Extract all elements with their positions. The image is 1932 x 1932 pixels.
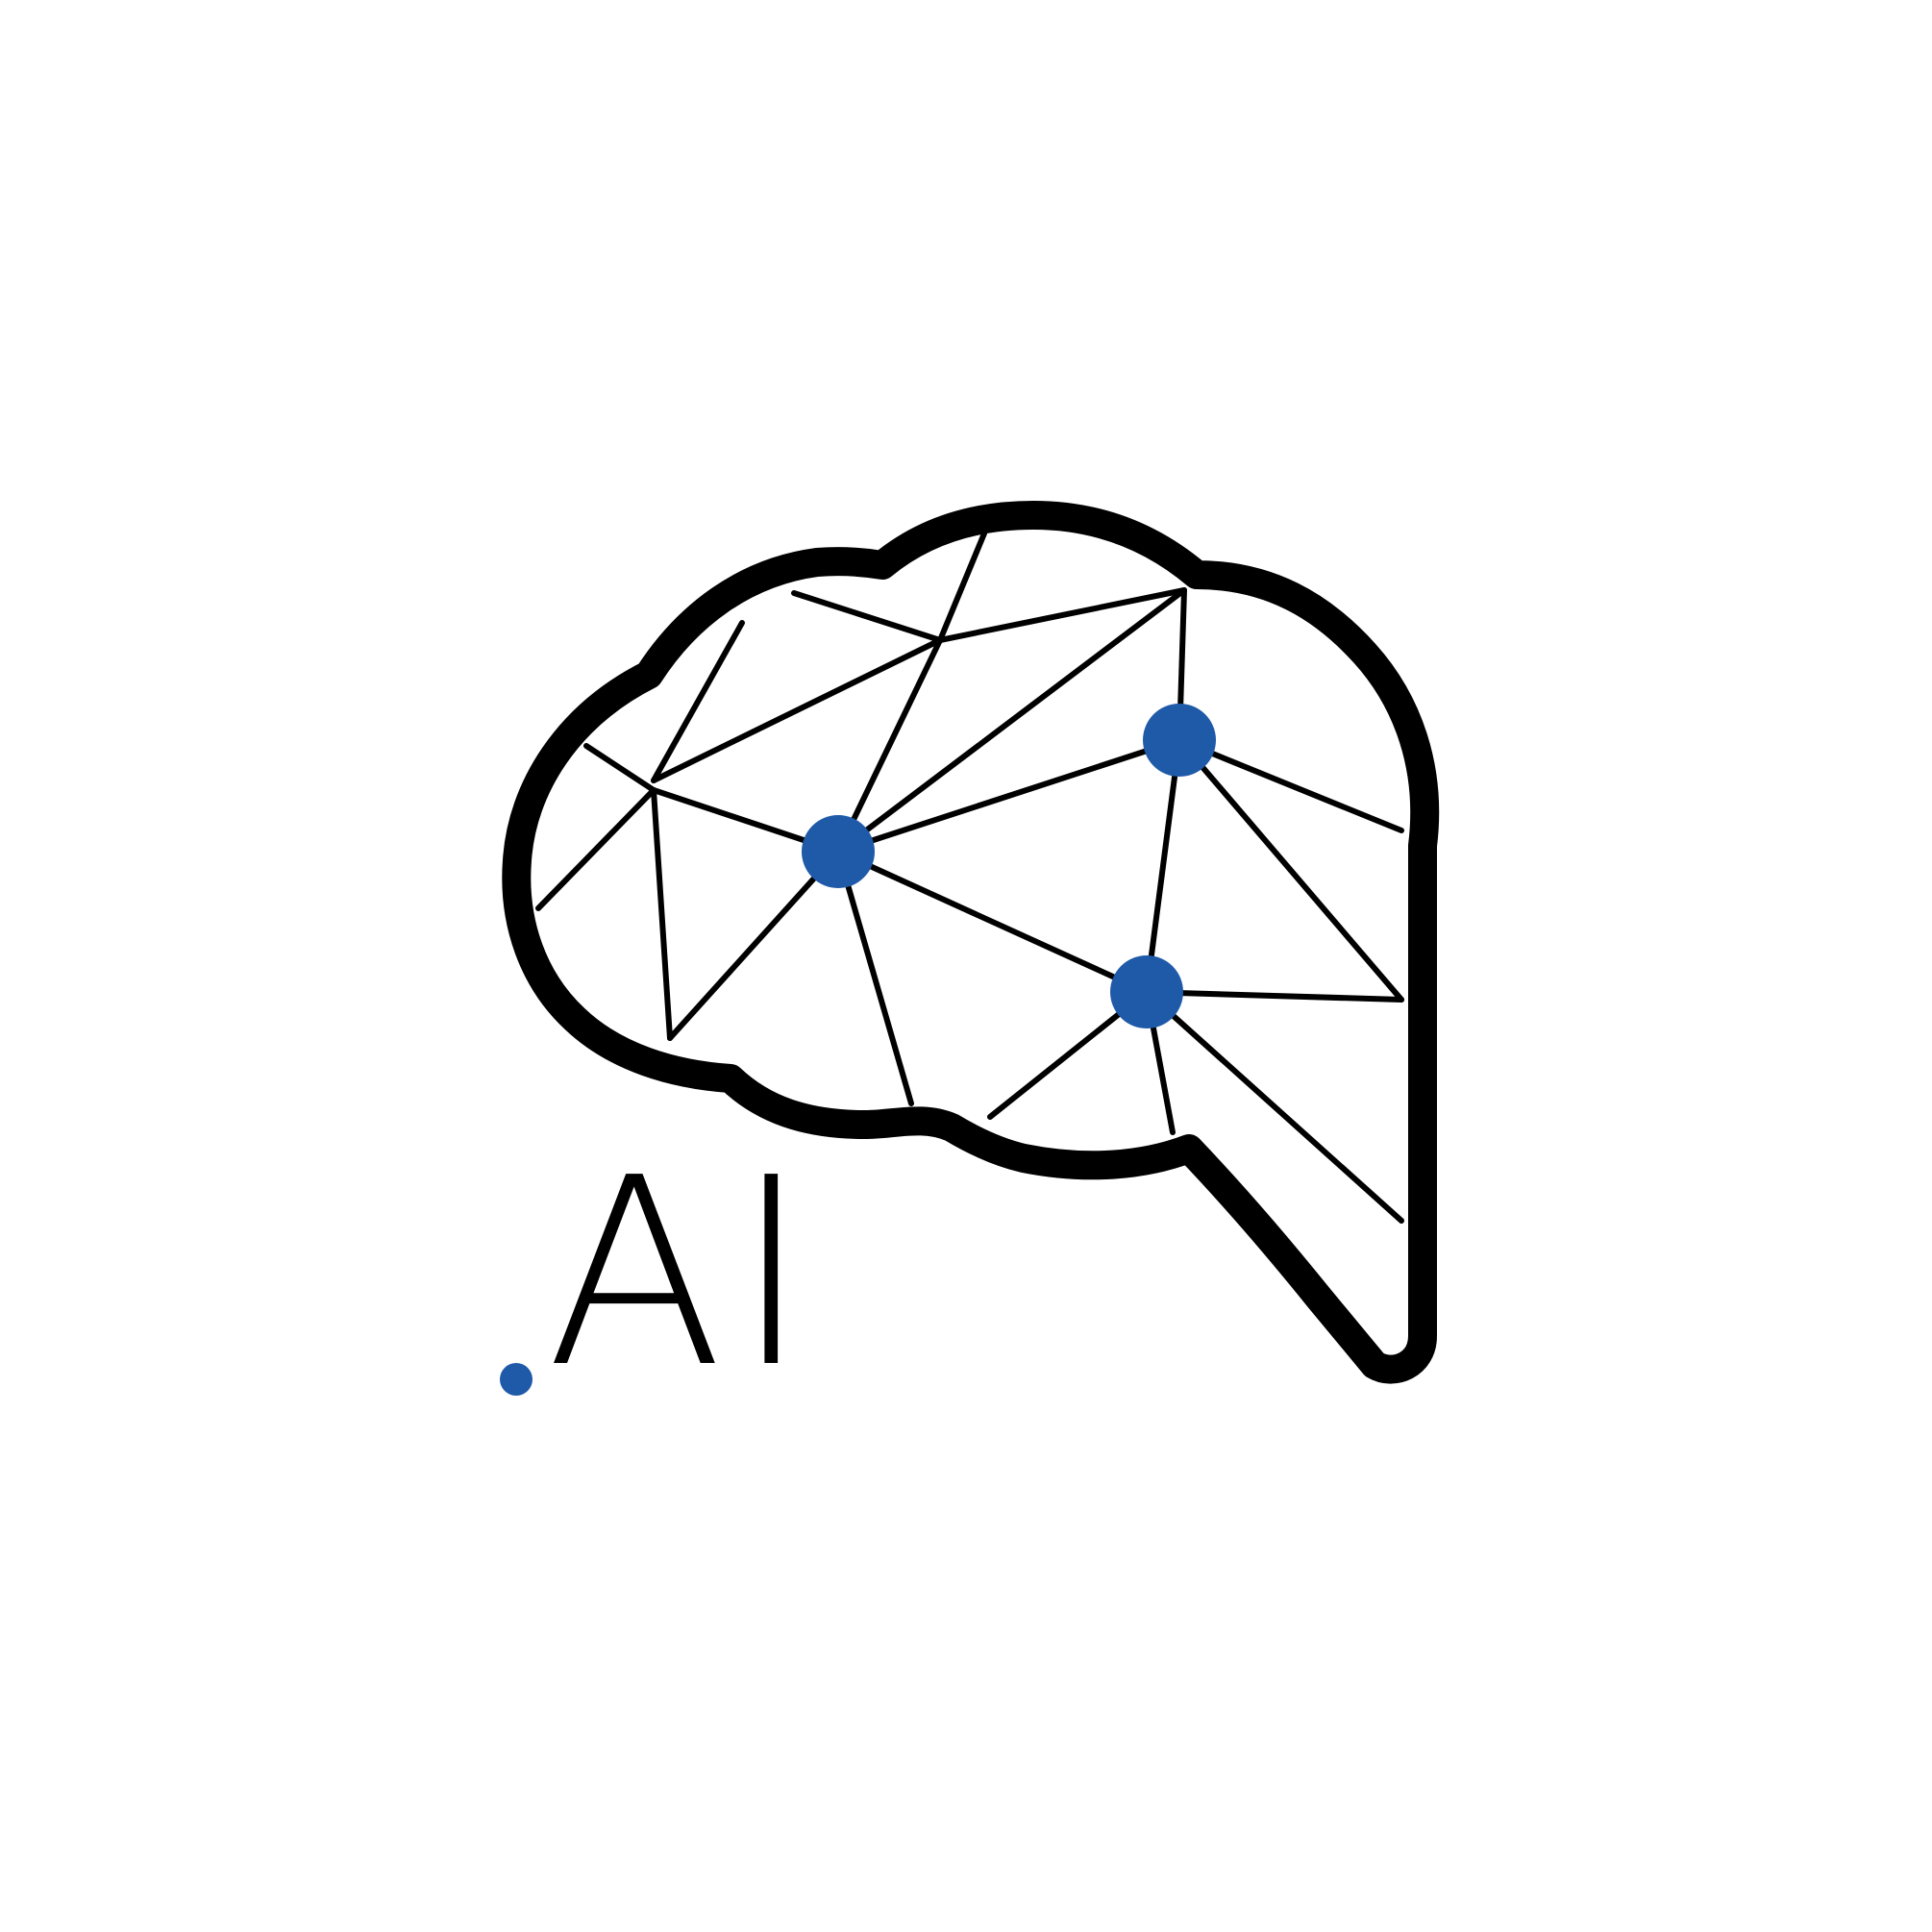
network-node-bottom-right (1110, 955, 1183, 1028)
network-lines (535, 531, 1404, 1224)
wordmark-text: AI (546, 1122, 820, 1424)
network-nodes (802, 704, 1216, 1028)
brain-outline (502, 501, 1440, 1384)
network-node-top-right (1143, 704, 1216, 777)
wordmark-dot-icon (500, 1363, 533, 1396)
wordmark: AI (500, 1144, 819, 1403)
network-node-left (802, 815, 875, 888)
